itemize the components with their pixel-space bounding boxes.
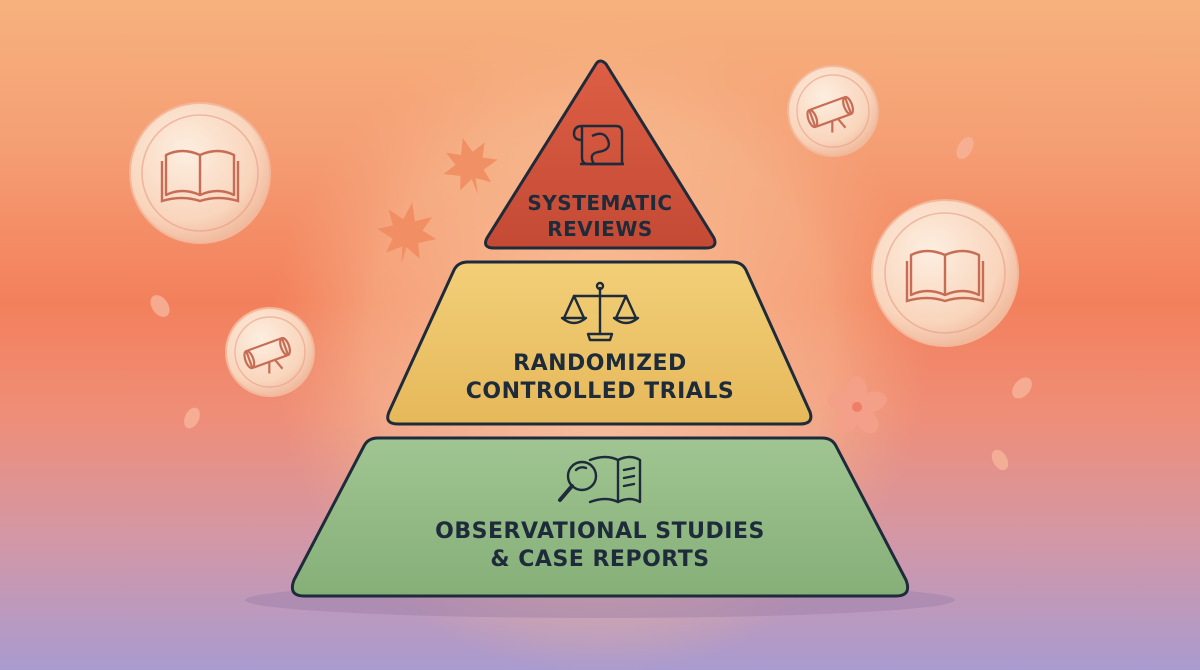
tier-middle-line2: CONTROLLED TRIALS: [466, 379, 734, 404]
tier-bottom-line1: OBSERVATIONAL STUDIES: [435, 519, 765, 544]
tier-bottom-line2: & CASE REPORTS: [490, 547, 709, 572]
pyramid-tier-bottom: OBSERVATIONAL STUDIES & CASE REPORTS: [290, 436, 910, 598]
pyramid-tier-middle: RANDOMIZED CONTROLLED TRIALS: [386, 260, 813, 426]
petals: [150, 137, 1032, 471]
open-book-icon: [129, 102, 271, 244]
pyramid-tier-top: SYSTEMATIC REVIEWS: [484, 59, 717, 250]
tier-top-line2: REVIEWS: [547, 217, 653, 241]
scroll-document-icon: [572, 124, 624, 166]
maple-leaf-icon: [377, 202, 437, 264]
tier-middle-line1: RANDOMIZED: [513, 351, 687, 376]
diploma-scroll-icon: [225, 307, 315, 397]
cherry-blossom-icon: [827, 376, 887, 434]
tier-top-line1: SYSTEMATIC: [527, 191, 672, 215]
maple-leaf-icon: [443, 137, 498, 194]
open-book-icon: [871, 199, 1019, 347]
magnifier-book-icon: [558, 455, 642, 504]
balance-scale-icon: [560, 281, 640, 342]
diploma-scroll-icon: [787, 65, 879, 157]
